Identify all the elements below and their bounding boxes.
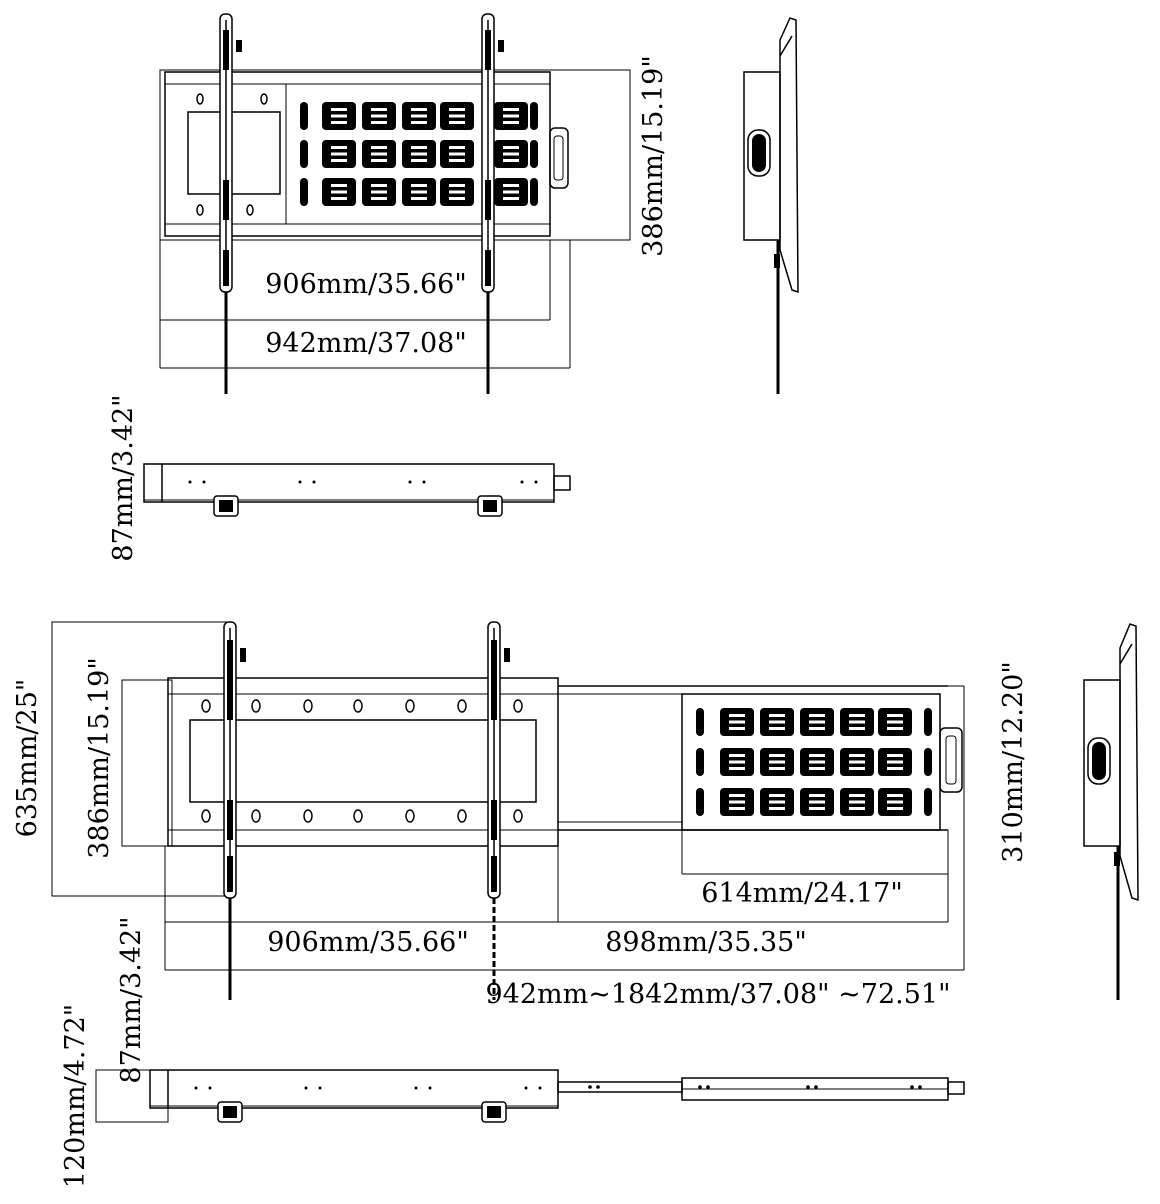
bottom-right-arm <box>487 621 510 1000</box>
bottom-ext-depth-label: 120mm/4.72" <box>60 1004 91 1188</box>
top-right-arm <box>481 13 504 394</box>
bottom-hole-span-label: 906mm/35.66" <box>267 927 469 958</box>
bottom-range-label: 942mm~1842mm/37.08" ~72.51" <box>485 979 950 1010</box>
bottom-side-view <box>1083 623 1139 1000</box>
bottom-left-arm <box>223 621 246 1000</box>
bottom-depth-label: 87mm/3.42" <box>116 916 147 1083</box>
top-vent-grid <box>300 102 538 206</box>
top-hole-span-label: 906mm/35.66" <box>265 269 467 300</box>
top-depth-label: 87mm/3.42" <box>108 394 139 561</box>
bottom-front-view: 906mm/35.66" 898mm/35.35" 614mm/24.17" 9… <box>12 621 1029 1010</box>
bottom-ext-span-label: 898mm/35.35" <box>605 927 807 958</box>
bottom-max-height-label: 635mm/25" <box>12 679 43 838</box>
top-front-view: 906mm/35.66" 942mm/37.08" 386mm/15.19" <box>159 13 669 394</box>
bottom-ext-height-label: 310mm/12.20" <box>998 661 1029 863</box>
top-side-view <box>743 17 799 394</box>
bottom-ext-panel-width-label: 614mm/24.17" <box>701 878 903 909</box>
top-left-arm <box>219 13 242 394</box>
top-height-label: 386mm/15.19" <box>638 55 669 257</box>
top-plan-view: 87mm/3.42" <box>108 394 571 562</box>
bottom-plan-view: 87mm/3.42" 120mm/4.72" <box>60 916 965 1188</box>
bottom-height-label: 386mm/15.19" <box>84 657 115 859</box>
top-width-label: 942mm/37.08" <box>265 328 467 359</box>
bottom-vent-grid <box>696 708 932 816</box>
bottom-slot-holes <box>201 699 523 823</box>
